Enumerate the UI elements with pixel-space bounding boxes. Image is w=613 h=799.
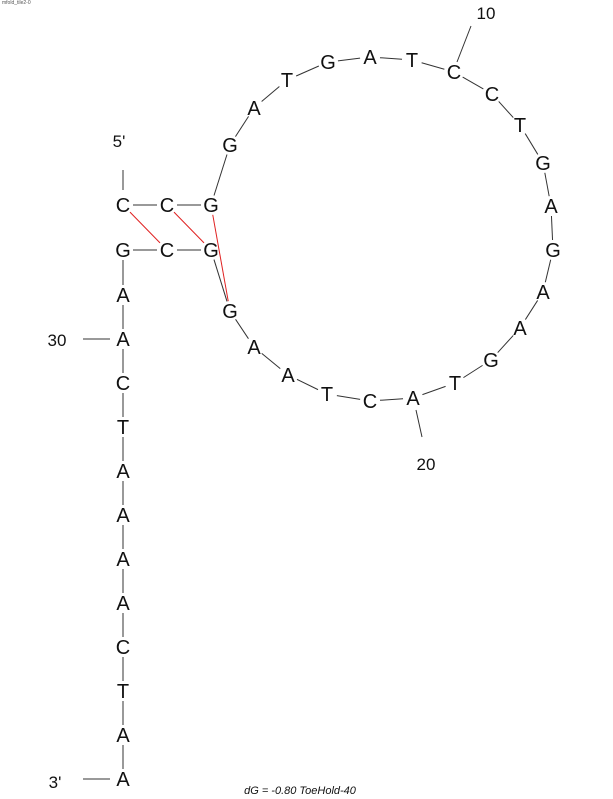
backbone-segment: [379, 57, 403, 60]
backbone-segment: [498, 101, 514, 118]
nucleotide-19: T: [449, 373, 461, 395]
nucleotide-15: G: [545, 240, 561, 262]
nucleotide-39: A: [116, 725, 130, 747]
nucleotide-38: T: [117, 681, 129, 703]
backbone-segment: [550, 215, 554, 241]
position-label-20: 20: [417, 455, 436, 474]
nucleotide-17: A: [513, 318, 527, 340]
backbone-segment: [422, 385, 446, 396]
nucleotide-12: T: [514, 115, 526, 137]
nucleotide-22: T: [321, 384, 333, 406]
backbone-segment: [295, 65, 320, 77]
base-pair-bond: [212, 214, 229, 302]
three-prime-label: 3': [49, 773, 62, 792]
nucleotide-13: G: [535, 153, 551, 175]
backbone-segment: [235, 319, 249, 339]
position-label-10: 10: [477, 4, 496, 23]
base-pair-bond: [173, 211, 205, 244]
backbone-segment: [336, 395, 361, 400]
backbone-segment: [544, 172, 550, 197]
nucleotide-6: T: [281, 70, 293, 92]
nucleotide-18: G: [483, 350, 499, 372]
nucleotide-33: A: [116, 461, 130, 483]
corner-tiny-label: mfold_tile2-0: [2, 0, 31, 6]
backbone-segment: [235, 116, 249, 137]
nucleotide-35: A: [116, 549, 130, 571]
position-tick-20: [415, 409, 423, 438]
nucleotide-34: A: [116, 505, 130, 527]
base-pair-bond: [129, 211, 161, 244]
backbone-lines: [122, 57, 554, 769]
nucleotide-30: A: [116, 329, 130, 351]
nucleotide-20: A: [406, 388, 420, 410]
base-pair-bonds: [129, 211, 229, 302]
nucleotide-25: G: [222, 301, 238, 323]
nucleotide-7: G: [320, 52, 336, 74]
backbone-segment: [421, 62, 445, 70]
nucleotide-9: T: [406, 50, 418, 72]
nucleotide-23: A: [281, 365, 295, 387]
backbone-segment: [213, 259, 228, 302]
backbone-segment: [261, 86, 280, 102]
nucleotide-4: G: [222, 135, 238, 157]
nucleotide-14: A: [544, 196, 558, 218]
nucleotide-8: A: [363, 47, 377, 69]
nucleotide-5: A: [247, 98, 261, 120]
position-ticks: [83, 25, 472, 780]
backbone-segment: [524, 300, 539, 320]
backbone-segment: [296, 378, 319, 391]
position-label-30: 30: [48, 331, 67, 350]
nucleotide-31: C: [116, 373, 130, 395]
nucleotide-3: G: [203, 195, 219, 217]
nucleotide-28: G: [115, 240, 131, 262]
nucleotide-11: C: [485, 84, 499, 106]
nucleotide-29: A: [116, 285, 130, 307]
backbone-segment: [497, 335, 514, 353]
backbone-segment: [544, 259, 552, 283]
nucleotide-16: A: [536, 282, 550, 304]
five-prime-label: 5': [113, 132, 126, 151]
nucleotide-24: A: [247, 337, 261, 359]
nucleotide-40: A: [116, 769, 130, 791]
nucleotide-2: C: [160, 195, 174, 217]
nucleotide-10: C: [447, 62, 461, 84]
backbone-segment: [261, 352, 281, 370]
free-energy-caption: dG = -0.80 ToeHold-40: [244, 785, 357, 797]
backbone-segment: [462, 76, 484, 90]
position-tick-10: [456, 25, 472, 63]
backbone-segment: [337, 57, 361, 62]
nucleotide-27: C: [160, 240, 174, 262]
nucleotide-37: C: [116, 637, 130, 659]
nucleotide-36: A: [116, 593, 130, 615]
backbone-segment: [379, 398, 404, 401]
nucleotide-1: C: [116, 195, 130, 217]
backbone-segment: [463, 364, 483, 379]
nucleotide-32: T: [117, 417, 129, 439]
backbone-segment: [213, 154, 228, 196]
nucleotide-21: C: [363, 391, 377, 413]
nucleotide-26: G: [203, 240, 219, 262]
backbone-segment: [524, 133, 539, 155]
